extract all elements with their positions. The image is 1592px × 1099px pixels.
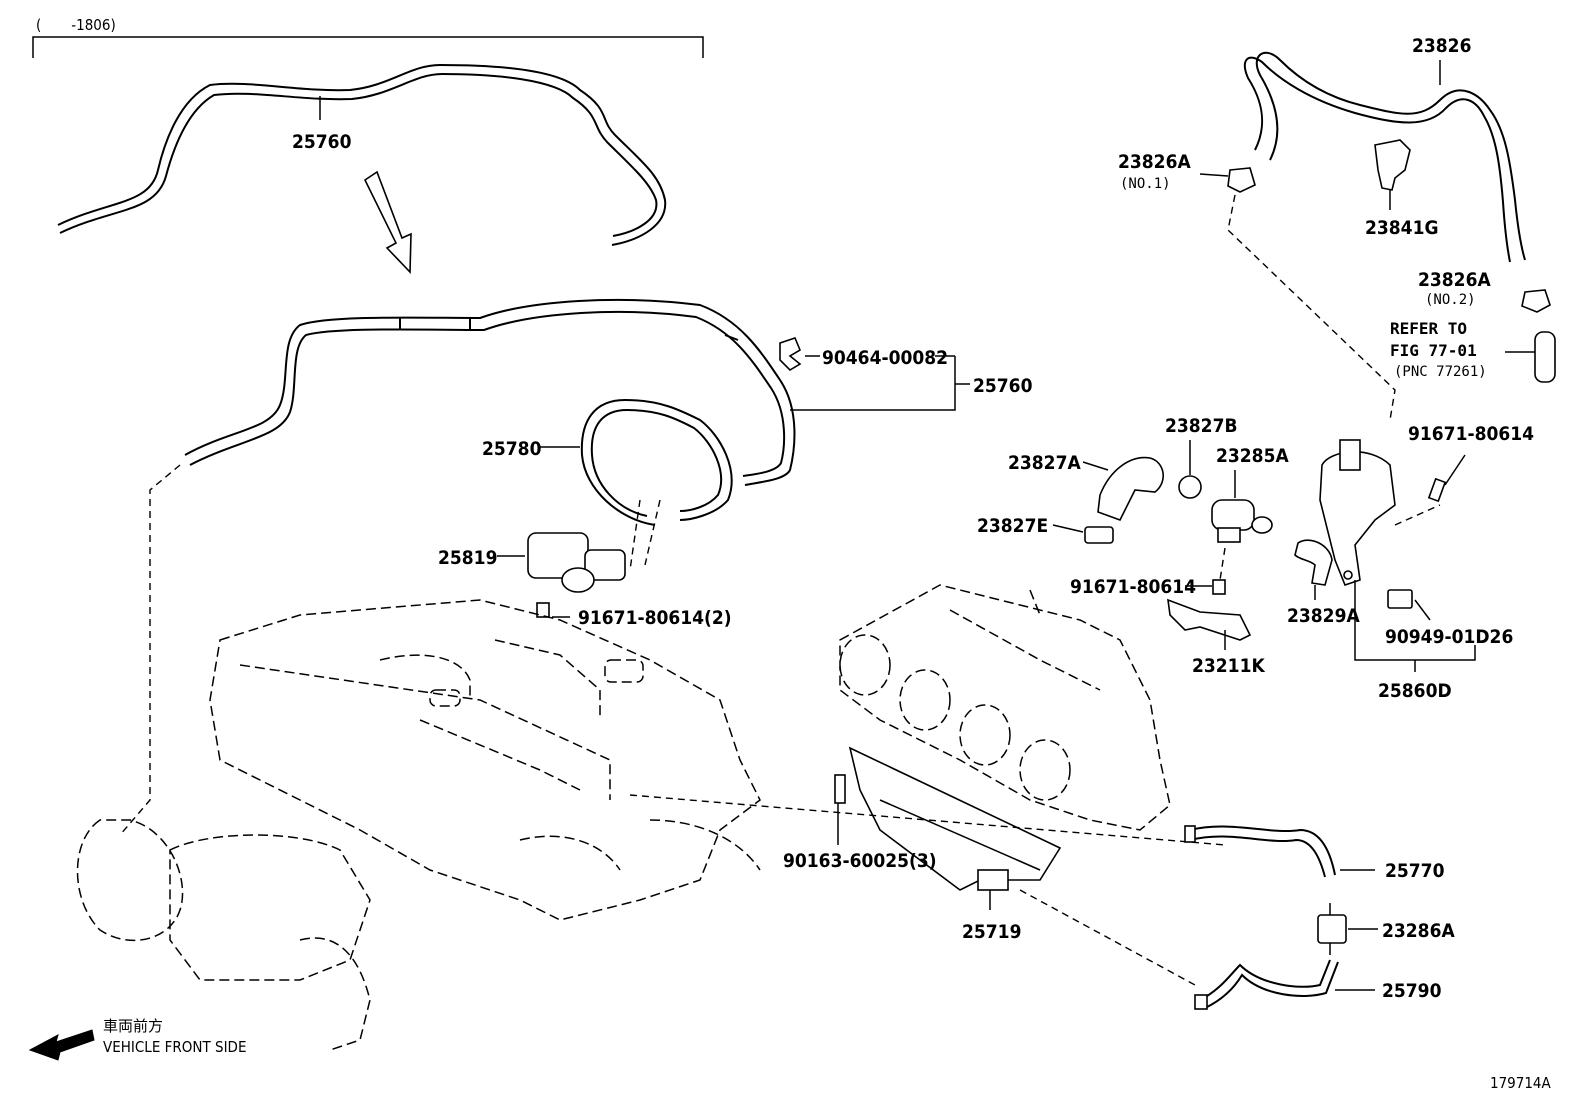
filter-23286a: 23286A bbox=[1317, 903, 1455, 955]
svg-text:23826: 23826 bbox=[1412, 35, 1471, 57]
svg-text:90464-00082: 90464-00082 bbox=[822, 347, 948, 369]
svg-text:90163-60025(3): 90163-60025(3) bbox=[783, 850, 937, 872]
hose-23826 bbox=[1243, 51, 1526, 263]
vsv-25819 bbox=[527, 499, 661, 593]
label-25770: 25770 bbox=[1340, 860, 1445, 882]
date-range-bracket: ( -1806) bbox=[32, 16, 704, 58]
svg-text:91671-80614: 91671-80614 bbox=[1070, 576, 1196, 598]
front-side-en: VEHICLE FRONT SIDE bbox=[103, 1038, 246, 1056]
svg-text:(NO.2): (NO.2) bbox=[1425, 292, 1476, 308]
label-25819: 25819 bbox=[438, 547, 525, 569]
vsv-25860d bbox=[1319, 439, 1396, 586]
leader-dash-2 bbox=[629, 794, 1226, 846]
clamp-23826a-no1: 23826A (NO.1) bbox=[1118, 151, 1256, 193]
vehicle-front-arrow-icon bbox=[28, 1029, 95, 1061]
part-23841g: 23841G bbox=[1365, 139, 1439, 239]
label-25780: 25780 bbox=[482, 438, 580, 460]
label-25760: 25760 bbox=[790, 356, 1033, 411]
figure-id: 179714A bbox=[1490, 1074, 1552, 1092]
connector-90949-01d26: 90949-01D26 bbox=[1385, 589, 1513, 648]
bolt-91671-80614-2: 91671-80614(2) bbox=[536, 602, 732, 629]
label-25719: 25719 bbox=[962, 890, 1021, 943]
leader-dash-3 bbox=[1019, 889, 1196, 986]
label-25790: 25790 bbox=[1335, 980, 1442, 1002]
hose-25760 bbox=[184, 298, 796, 486]
part-23827e: 23827E bbox=[977, 515, 1114, 544]
part-25719 bbox=[834, 746, 1062, 891]
engine-block-outline bbox=[76, 599, 761, 1051]
label-25760-top: 25760 bbox=[292, 96, 352, 153]
svg-text:25819: 25819 bbox=[438, 547, 497, 569]
bolt-91671-80614-a: 91671-80614 bbox=[1408, 423, 1534, 503]
date-range-text: ( -1806) bbox=[36, 16, 116, 34]
hose-23829a: 23829A bbox=[1287, 539, 1360, 627]
svg-text:25780: 25780 bbox=[482, 438, 542, 460]
svg-text:23211K: 23211K bbox=[1192, 655, 1265, 677]
leader-dash-4 bbox=[1227, 194, 1396, 421]
svg-text:25719: 25719 bbox=[962, 921, 1021, 943]
svg-text:23827A: 23827A bbox=[1008, 452, 1081, 474]
label-90464-00082: 90464-00082 bbox=[805, 347, 955, 369]
label-25860d: 25860D bbox=[1354, 580, 1476, 702]
svg-text:91671-80614: 91671-80614 bbox=[1408, 423, 1534, 445]
svg-text:23286A: 23286A bbox=[1382, 920, 1455, 942]
svg-text:(PNC 77261): (PNC 77261) bbox=[1394, 364, 1487, 380]
hose-25760-top bbox=[57, 63, 667, 246]
valve-23285a: 23285A bbox=[1211, 445, 1289, 543]
direction-arrow-icon bbox=[363, 170, 412, 274]
svg-text:91671-80614(2): 91671-80614(2) bbox=[578, 607, 732, 629]
svg-text:25760: 25760 bbox=[973, 375, 1033, 397]
svg-text:23826A: 23826A bbox=[1118, 151, 1191, 173]
svg-text:25760: 25760 bbox=[292, 131, 352, 153]
intake-manifold-outline bbox=[839, 584, 1171, 831]
svg-text:25770: 25770 bbox=[1385, 860, 1445, 882]
svg-text:90949-01D26: 90949-01D26 bbox=[1385, 626, 1513, 648]
svg-text:23285A: 23285A bbox=[1216, 445, 1289, 467]
hose-23827a: 23827A bbox=[1008, 452, 1164, 521]
hose-25780 bbox=[580, 398, 733, 526]
leader-dash-1 bbox=[119, 464, 181, 836]
svg-text:REFER TO: REFER TO bbox=[1390, 319, 1467, 338]
svg-text:23827B: 23827B bbox=[1165, 415, 1238, 437]
clamp-23826a-no2: 23826A (NO.2) bbox=[1418, 269, 1551, 313]
refer-note: REFER TO FIG 77-01 (PNC 77261) bbox=[1390, 319, 1556, 383]
clamp-23827b: 23827B bbox=[1165, 415, 1238, 499]
bracket-23211k: 23211K bbox=[1167, 598, 1265, 677]
svg-text:25860D: 25860D bbox=[1378, 680, 1452, 702]
hose-25790 bbox=[1194, 959, 1339, 1010]
label-90163-60025-3: 90163-60025(3) bbox=[783, 803, 937, 872]
clamp-90464-00082 bbox=[779, 337, 802, 372]
svg-text:25790: 25790 bbox=[1382, 980, 1442, 1002]
front-side-jp: 車両前方 bbox=[103, 1017, 163, 1035]
hose-25770 bbox=[1184, 825, 1336, 878]
bolt-91671-80614-b: 91671-80614 bbox=[1070, 547, 1226, 598]
label-23826: 23826 bbox=[1412, 35, 1471, 85]
svg-text:23841G: 23841G bbox=[1365, 217, 1439, 239]
svg-text:(NO.1): (NO.1) bbox=[1120, 176, 1171, 192]
svg-text:23829A: 23829A bbox=[1287, 605, 1360, 627]
svg-text:23827E: 23827E bbox=[977, 515, 1048, 537]
leader-dash-5 bbox=[1394, 504, 1441, 526]
svg-text:FIG 77-01: FIG 77-01 bbox=[1390, 341, 1477, 360]
svg-text:23826A: 23826A bbox=[1418, 269, 1491, 291]
